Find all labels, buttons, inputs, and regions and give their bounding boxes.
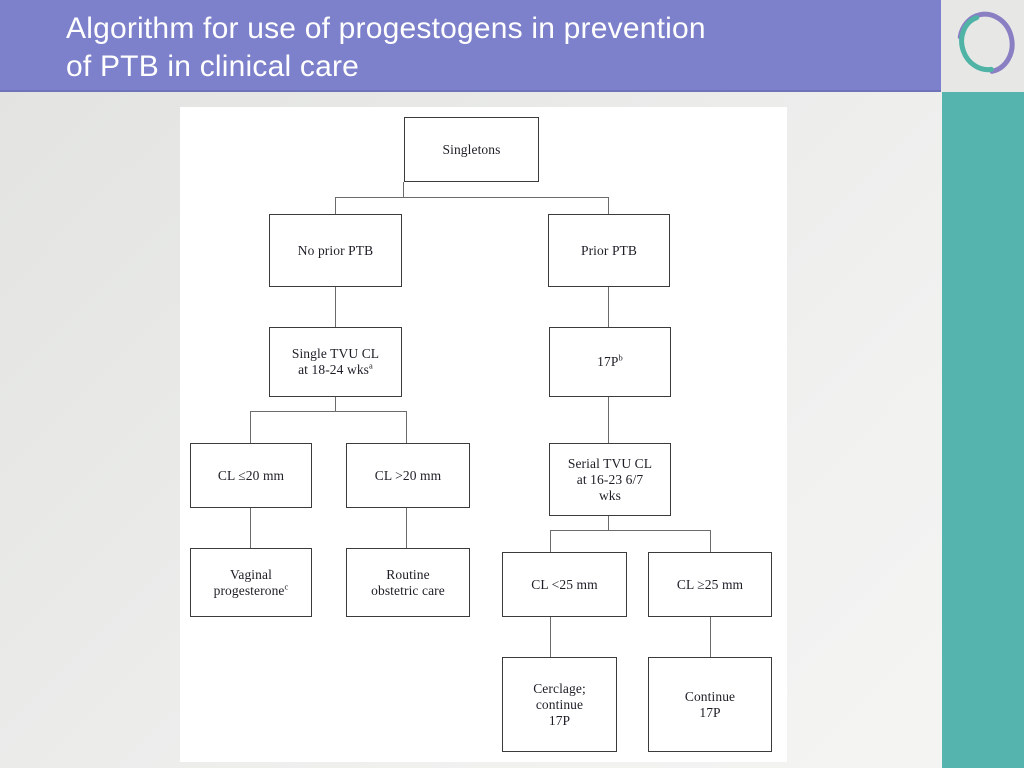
footnote-marker-c: c [284, 581, 289, 591]
edge-to-cl-gt-20 [406, 411, 408, 443]
circular-ring-logo-svg [957, 11, 1015, 75]
edge-to-cl-lt-25 [550, 530, 552, 552]
edge-serial-tvu-down [608, 516, 610, 530]
edge-to-prior-ptb [608, 197, 610, 214]
node-serial-tvu-cl-label: Serial TVU CL at 16-23 6/7 wks [567, 455, 653, 503]
node-cl-lt-25-label: CL <25 mm [531, 576, 598, 592]
node-routine-obstetric-care-label: Routine obstetric care [371, 566, 445, 598]
edge-level5-bus [550, 530, 711, 532]
node-singletons-label: Singletons [442, 141, 501, 157]
node-vaginal-progesterone: Vaginal progesteronec [190, 548, 312, 617]
node-prior-ptb: Prior PTB [548, 214, 670, 287]
title-bar-underline [0, 90, 941, 92]
edge-level1-bus [335, 197, 609, 199]
node-cl-gt-20: CL >20 mm [346, 443, 470, 508]
node-singletons: Singletons [404, 117, 539, 182]
node-prior-ptb-label: Prior PTB [580, 242, 638, 258]
node-continue-17p: Continue 17P [648, 657, 772, 752]
node-cl-ge-25-label: CL ≥25 mm [676, 576, 744, 592]
title-bar [0, 0, 941, 90]
node-17p: 17Pb [549, 327, 671, 397]
node-single-tvu-cl: Single TVU CL at 18-24 wksa [269, 327, 402, 397]
node-single-tvu-cl-label: Single TVU CL at 18-24 wksa [291, 346, 380, 377]
edge-prior-to-17p [608, 287, 610, 327]
node-cl-lt-25: CL <25 mm [502, 552, 627, 617]
algorithm-figure: Singletons No prior PTB Prior PTB Single… [180, 107, 787, 762]
page-title: Algorithm for use of progestogens in pre… [66, 12, 706, 83]
edge-to-cl-le-20 [250, 411, 252, 443]
node-cl-le-20-label: CL ≤20 mm [217, 467, 285, 483]
node-vaginal-progesterone-label: Vaginal progesteronec [213, 566, 289, 598]
edge-single-tvu-down [335, 397, 337, 411]
node-cerclage-label: Cerclage; continue 17P [533, 680, 586, 728]
node-no-prior-ptb: No prior PTB [269, 214, 402, 287]
edge-to-cl-ge-25 [710, 530, 712, 552]
edge-17p-to-serial-tvu [608, 397, 610, 443]
node-cl-ge-25: CL ≥25 mm [648, 552, 772, 617]
edge-cl-le-20-to-vaginal [250, 508, 252, 548]
edge-level3-bus [250, 411, 407, 413]
edge-singletons-down [403, 182, 405, 197]
edge-cl-ge-25-to-continue [710, 617, 712, 657]
node-cerclage: Cerclage; continue 17P [502, 657, 617, 752]
node-routine-obstetric-care: Routine obstetric care [346, 548, 470, 617]
edge-no-prior-to-single-tvu [335, 287, 337, 327]
circular-ring-logo [956, 8, 1016, 78]
footnote-marker-b: b [618, 352, 623, 363]
node-cl-gt-20-label: CL >20 mm [374, 467, 442, 483]
node-cl-le-20: CL ≤20 mm [190, 443, 312, 508]
edge-cl-lt-25-to-cerclage [550, 617, 552, 657]
edge-cl-gt-20-to-routine [406, 508, 408, 548]
node-no-prior-ptb-label: No prior PTB [297, 242, 374, 258]
node-continue-17p-label: Continue 17P [684, 688, 736, 720]
node-17p-label: 17Pb [597, 352, 623, 369]
footnote-marker-a: a [369, 360, 373, 371]
edge-to-no-prior-ptb [335, 197, 337, 214]
teal-accent-bar [942, 92, 1024, 768]
node-serial-tvu-cl: Serial TVU CL at 16-23 6/7 wks [549, 443, 671, 516]
